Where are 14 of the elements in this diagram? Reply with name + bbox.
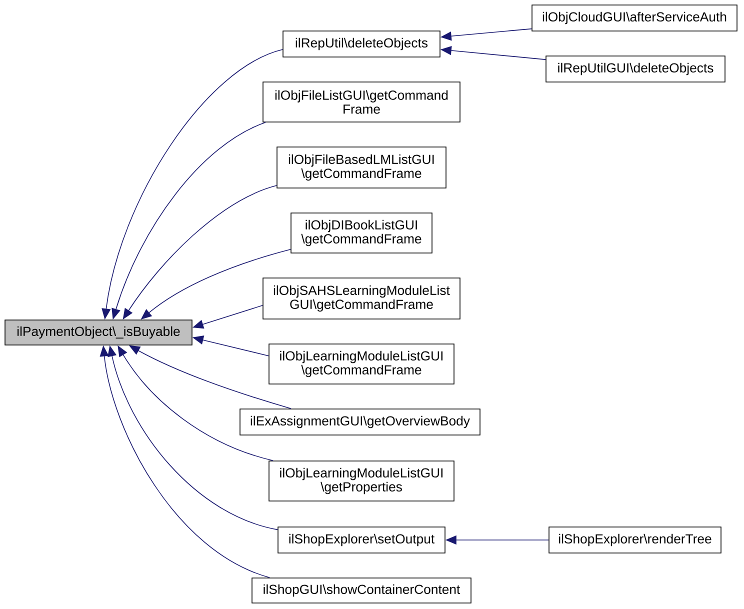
- function-box: ilShopGUI\showContainerContent: [252, 578, 472, 604]
- function-box: ilObjFileListGUI\getCommand Frame: [262, 82, 460, 122]
- function-box: ilExAssignmentGUI\getOverviewBody: [240, 408, 480, 436]
- function-box: ilObjCloudGUI\afterServiceAuth: [532, 4, 738, 32]
- function-box: ilObjLearningModuleListGUI \getProperties: [268, 460, 454, 502]
- function-box: ilObjDIBookListGUI \getCommandFrame: [290, 212, 432, 254]
- function-box: ilPaymentObject\_isBuyable: [4, 320, 192, 346]
- function-box: ilObjFileBasedLMListGUI \getCommandFrame: [276, 146, 446, 188]
- function-box: ilRepUtilGUI\deleteObjects: [546, 56, 726, 82]
- function-box: ilObjSAHSLearningModuleList GUI\getCommandFrame: [262, 278, 460, 320]
- function-box: ilShopExplorer\renderTree: [548, 526, 722, 554]
- function-box: ilObjLearningModuleListGUI \getCommandFrame: [268, 344, 454, 384]
- function-box: ilShopExplorer\setOutput: [278, 526, 446, 554]
- function-box: ilRepUtil\deleteObjects: [282, 30, 440, 58]
